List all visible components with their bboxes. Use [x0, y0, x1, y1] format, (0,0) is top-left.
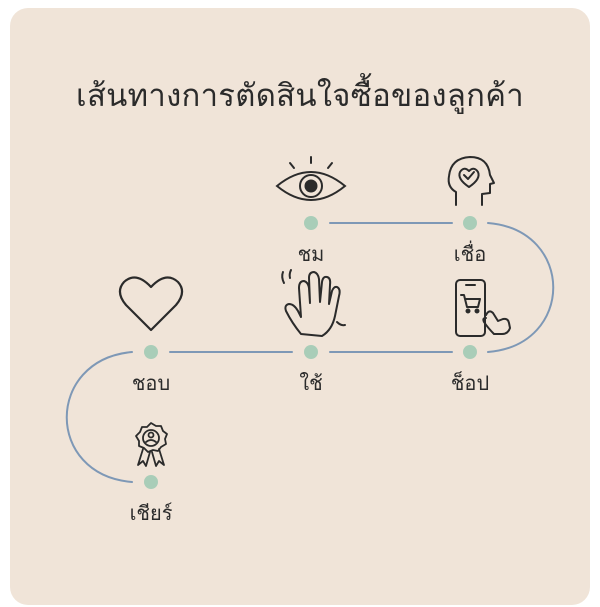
journey-dot-1	[304, 216, 318, 230]
journey-dot-2	[463, 216, 477, 230]
journey-dot-5	[144, 345, 158, 359]
heart-icon	[118, 276, 184, 332]
step-label-trust: เชื่อ	[453, 242, 487, 266]
step-label-shop: ช็อป	[450, 371, 490, 395]
journey-dot-6	[144, 475, 158, 489]
step-label-watch: ชม	[297, 242, 325, 266]
journey-path	[65, 222, 555, 483]
eye-icon	[275, 156, 347, 201]
step-label-like: ชอบ	[131, 371, 171, 395]
phone-shopping-icon	[455, 279, 511, 337]
trust-head-icon	[447, 156, 495, 206]
step-label-use: ใช้	[299, 371, 323, 395]
award-badge-icon	[135, 422, 168, 467]
journey-dot-3	[463, 345, 477, 359]
journey-dot-4	[304, 345, 318, 359]
step-label-cheer: เชียร์	[129, 501, 173, 525]
page-title: เส้นทางการตัดสินใจซื้อของลูกค้า	[76, 78, 524, 114]
hand-wave-icon	[281, 269, 346, 337]
